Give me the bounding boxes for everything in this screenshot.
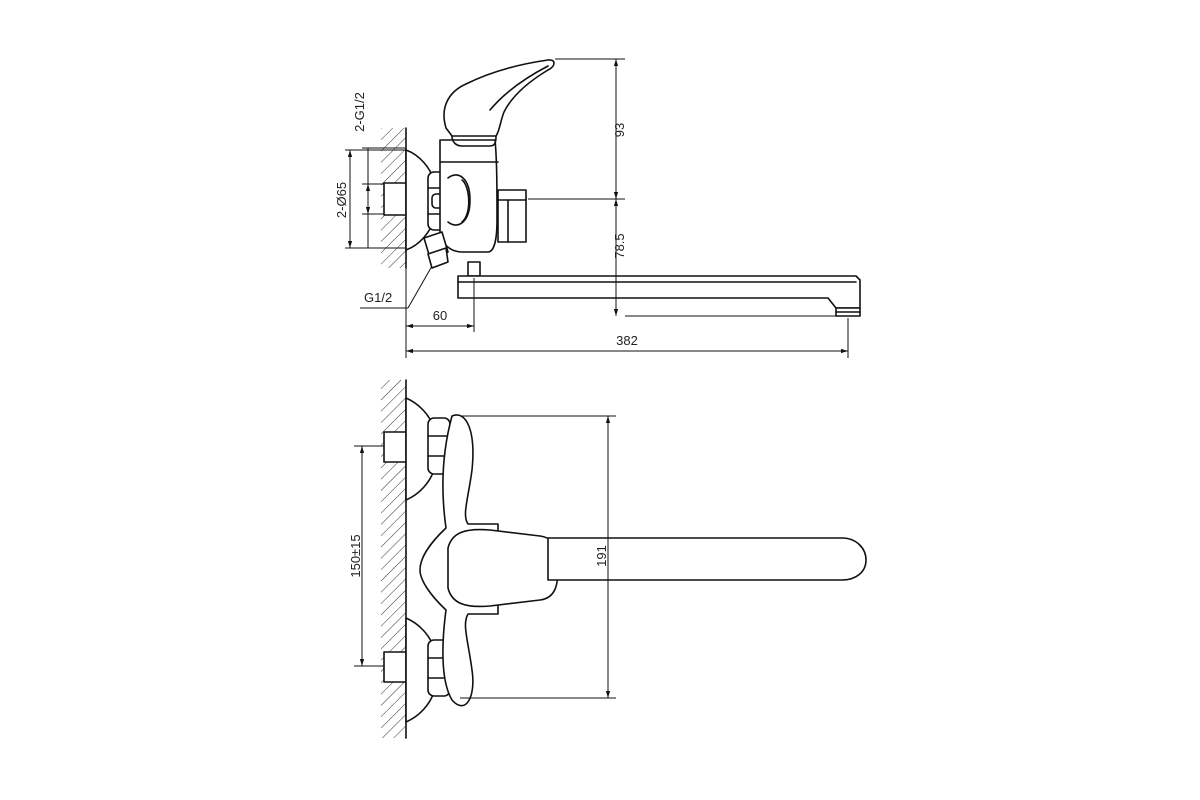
front-view: 150±15 191 [348,379,867,739]
dim-382-label: 382 [616,333,638,348]
dim-93-label: 93 [612,123,627,137]
hose-outlet-side [423,231,449,269]
spout-side [457,261,861,317]
dim-flange-diameter-label: 2-Ø65 [334,182,349,218]
dimension-lines-side [345,58,849,358]
dim-outlet-thread-label: G1/2 [364,290,392,305]
dim-60-label: 60 [433,308,447,323]
dim-78-5-label: 78.5 [612,233,627,258]
lever-handle-front [447,528,559,608]
mixer-body-side [439,139,499,253]
upper-inlet-front [383,397,451,501]
dim-inlet-spacing-label: 150±15 [348,534,363,577]
dim-inlet-thread-label: 2-G1/2 [352,92,367,132]
side-view: 93 78.5 2-G1/2 2-Ø65 G1/2 60 382 [334,58,861,358]
lever-handle-side [443,59,555,147]
spout-front [547,537,867,581]
lower-inlet-front [383,617,451,723]
shower-outlet-side [497,189,527,243]
inlet-pipe-side [383,182,407,216]
dimension-lines-front [354,415,616,699]
dim-191-label: 191 [594,545,609,567]
